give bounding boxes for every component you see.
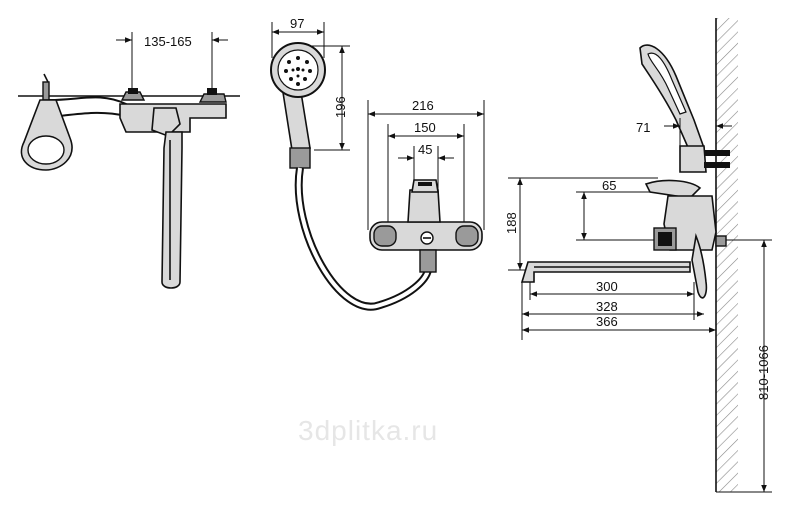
dim-center-distance: 150	[387, 120, 465, 230]
dim-spout-366: 366	[522, 314, 716, 333]
dim-text-bracket-depth: 71	[636, 120, 650, 135]
right-eccentric	[455, 225, 479, 247]
dim-text-middle-width: 45	[418, 142, 432, 157]
dim-text-body-width: 216	[412, 98, 434, 113]
spout-top-view	[161, 131, 183, 289]
dim-text-mount-height: 810-1066	[756, 345, 771, 400]
dim-text-center-distance: 150	[414, 120, 436, 135]
shower-on-holder	[639, 44, 730, 173]
lever-top	[151, 107, 181, 137]
left-valve-nut	[128, 88, 138, 94]
dim-text-spout-366: 366	[596, 314, 618, 329]
mixer-cartridge	[407, 189, 441, 223]
right-valve-cap	[198, 93, 227, 103]
side-view: 810-1066 71 188 65	[504, 18, 772, 493]
shower-hose-connector	[289, 147, 311, 169]
dim-text-spout-offset: 65	[602, 178, 616, 193]
holder-post	[42, 81, 50, 101]
shower-head-front	[270, 42, 326, 169]
dim-body-height: 188	[504, 177, 658, 271]
holder-bracket	[679, 145, 707, 173]
dim-top-spacing: 135-165	[116, 32, 228, 95]
holder-mount	[704, 150, 730, 168]
dim-bracket-depth: 71	[636, 118, 732, 148]
dim-head-width: 97	[271, 16, 325, 58]
wall-hatch	[716, 18, 738, 492]
dim-text-head-width: 97	[290, 16, 304, 31]
dim-handle-length: 196	[306, 45, 350, 151]
mixer-front	[369, 179, 483, 273]
wall-connector	[715, 235, 727, 247]
dim-text-body-height: 188	[504, 212, 519, 234]
front-view: 97 196 2	[270, 16, 485, 311]
shower-side	[639, 44, 706, 153]
dim-body-width: 216	[367, 98, 485, 230]
dim-text-handle-length: 196	[333, 96, 348, 118]
watermark: 3dplitka.ru	[298, 415, 438, 446]
mixer-side-body	[663, 195, 717, 251]
right-valve-nut	[207, 88, 217, 95]
dim-spout-300: 300	[529, 279, 694, 300]
top-view: 135-165	[18, 32, 240, 289]
left-valve-cap	[120, 91, 146, 101]
mixer-side	[644, 179, 727, 299]
dim-text-top-spacing: 135-165	[144, 34, 192, 49]
dim-text-spout-328: 328	[596, 299, 618, 314]
left-eccentric	[373, 225, 397, 247]
hose-outlet-side	[691, 233, 708, 299]
dim-text-spout-300: 300	[596, 279, 618, 294]
dim-spout-328: 328	[521, 282, 704, 340]
hose-outlet	[419, 249, 437, 273]
